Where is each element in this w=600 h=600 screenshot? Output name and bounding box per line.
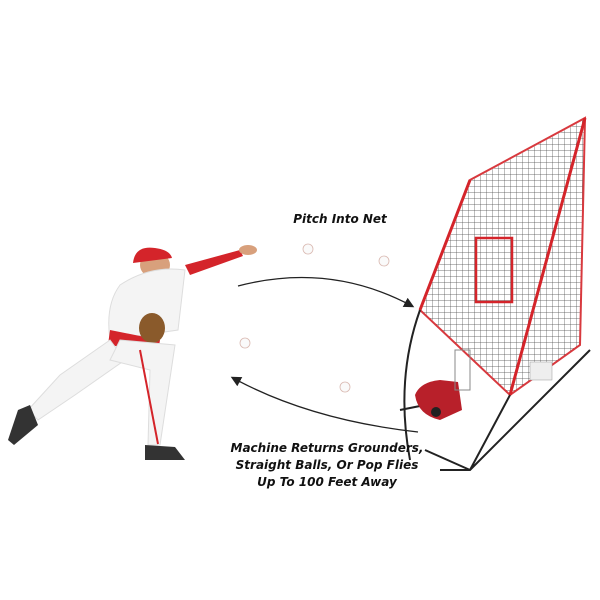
caption-line-1: Machine Returns Grounders, [230, 441, 424, 455]
caption-line-3: Up To 100 Feet Away [257, 475, 397, 489]
pitcher-figure-icon [8, 245, 257, 460]
pitch-into-net-caption: Pitch Into Net [293, 212, 387, 226]
machine-returns-caption: Machine Returns Grounders, Straight Ball… [222, 440, 432, 491]
ball-return-machine-icon [415, 349, 471, 420]
arrow-curve-icon [230, 276, 419, 433]
net-frame-icon [399, 116, 591, 471]
caption-line-2: Straight Balls, Or Pop Flies [235, 458, 419, 472]
baseball-icon [239, 243, 390, 393]
